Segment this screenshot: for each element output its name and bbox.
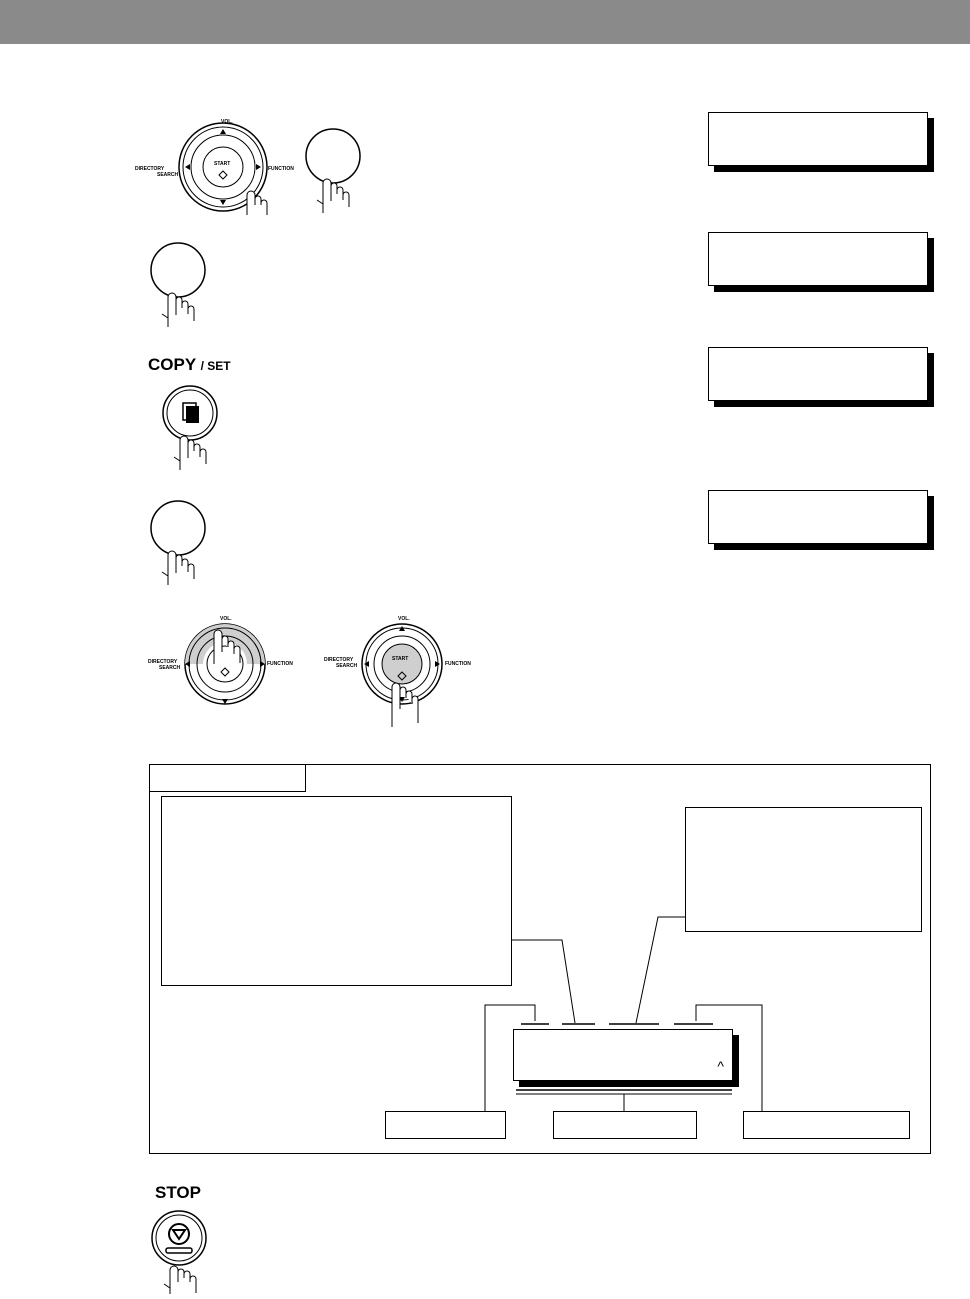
navigation-key-icon [184,623,266,705]
stop-button[interactable] [148,1210,218,1294]
copy-label: COPY [148,355,196,374]
nav-directory-label: DIRECTORY [324,657,354,663]
step1-round-key[interactable] [303,128,363,213]
start-key-icon [361,623,443,727]
note-tab [149,764,306,792]
set-label: / SET [200,359,231,373]
step2-round-key[interactable] [148,242,210,327]
nav-search-label: SEARCH [159,665,181,671]
stop-icon [151,1210,207,1294]
copy-icon [162,385,218,470]
nav-vol-label: VOL. [221,119,233,125]
note-bottom-box-2 [553,1111,697,1139]
step1-navigation-key[interactable]: START DIRECTORY SEARCH FUNCTION VOL. [135,115,300,215]
nav-start-label: START [392,656,409,662]
note-bottom-box-3 [743,1111,910,1139]
lcd-display-4 [708,490,928,544]
header-bar [0,0,970,44]
round-key-icon [150,500,206,585]
callout-lines [484,916,763,1111]
copy-set-button[interactable] [156,385,226,470]
lcd-display-2 [708,232,928,286]
note-panel: ^ [149,764,931,1154]
round-key-icon [305,128,361,213]
copy-set-label: COPY / SET [148,355,231,375]
nav-vol-label: VOL. [220,616,232,622]
note-left-box [161,796,512,986]
nav-directory-label: DIRECTORY [135,166,165,172]
step4-round-key[interactable] [148,500,210,585]
nav-function-label: FUNCTION [267,661,293,667]
nav-function-label: FUNCTION [445,661,471,667]
step5-navigation-key-up[interactable]: VOL. DIRECTORY SEARCH FUNCTION [148,612,303,707]
stop-label: STOP [155,1183,201,1202]
nav-search-label: SEARCH [336,663,358,669]
nav-start-label: START [214,161,231,167]
lcd-display-1 [708,112,928,166]
note-bottom-box-1 [385,1111,506,1139]
note-right-box [685,807,922,932]
nav-search-label: SEARCH [157,172,179,178]
note-lcd-cursor: ^ [717,1058,724,1074]
navigation-key-icon [178,122,268,215]
step5-start-key[interactable]: START VOL. DIRECTORY SEARCH FUNCTION [324,612,480,727]
nav-function-label: FUNCTION [268,166,294,172]
nav-directory-label: DIRECTORY [148,659,178,665]
round-key-icon [150,242,206,327]
note-lcd-display: ^ [513,1029,733,1081]
nav-vol-label: VOL. [398,616,410,622]
lcd-display-3 [708,347,928,401]
